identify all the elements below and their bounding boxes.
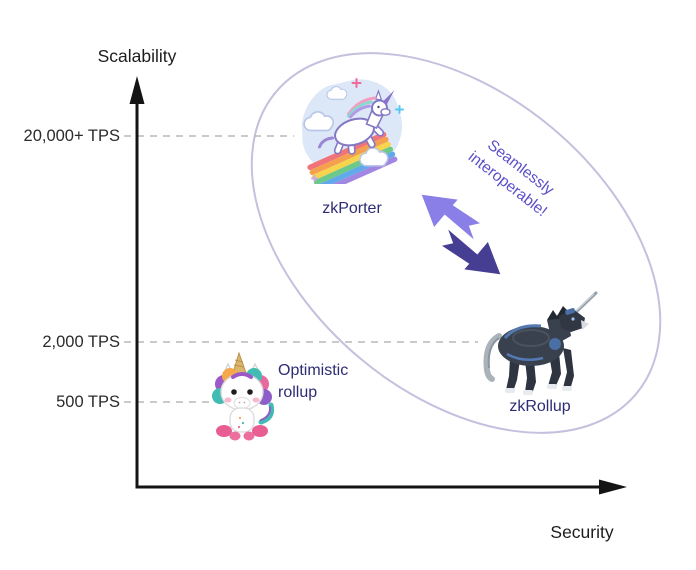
axes bbox=[135, 95, 602, 489]
zkporter-label: zkPorter bbox=[322, 200, 382, 217]
y-axis-arrowhead bbox=[129, 76, 145, 104]
body bbox=[229, 407, 255, 433]
tail bbox=[258, 402, 274, 425]
robot-unicorn-icon bbox=[483, 291, 598, 395]
y-tick-20000-tps: 20,000+ TPS bbox=[23, 127, 120, 145]
y-tick-2000-tps: 2,000 TPS bbox=[42, 333, 120, 351]
optimistic-rollup-label: Optimistic rollup bbox=[278, 362, 349, 401]
head bbox=[559, 309, 585, 332]
zkrollup-label: zkRollup bbox=[509, 398, 571, 415]
y-axis-title: Scalability bbox=[97, 46, 177, 66]
legs bbox=[506, 348, 574, 394]
x-axis-title: Security bbox=[550, 522, 614, 542]
baby-unicorn-icon bbox=[212, 351, 274, 441]
jumping-unicorn bbox=[318, 89, 395, 155]
dashed-gridlines bbox=[124, 135, 478, 403]
optimistic-rollup-unicorn-illustration bbox=[209, 351, 275, 444]
sparkles bbox=[311, 78, 404, 182]
tail bbox=[483, 333, 502, 382]
interoperable-group-ellipse bbox=[250, 52, 662, 434]
hooves bbox=[505, 384, 572, 395]
zkrollup-unicorn-illustration bbox=[477, 288, 605, 398]
zkporter-unicorn-illustration bbox=[294, 76, 410, 195]
rainbow-unicorn-icon bbox=[301, 78, 404, 195]
x-axis-arrowhead bbox=[599, 479, 627, 495]
y-tick-500-tps: 500 TPS bbox=[56, 393, 120, 411]
